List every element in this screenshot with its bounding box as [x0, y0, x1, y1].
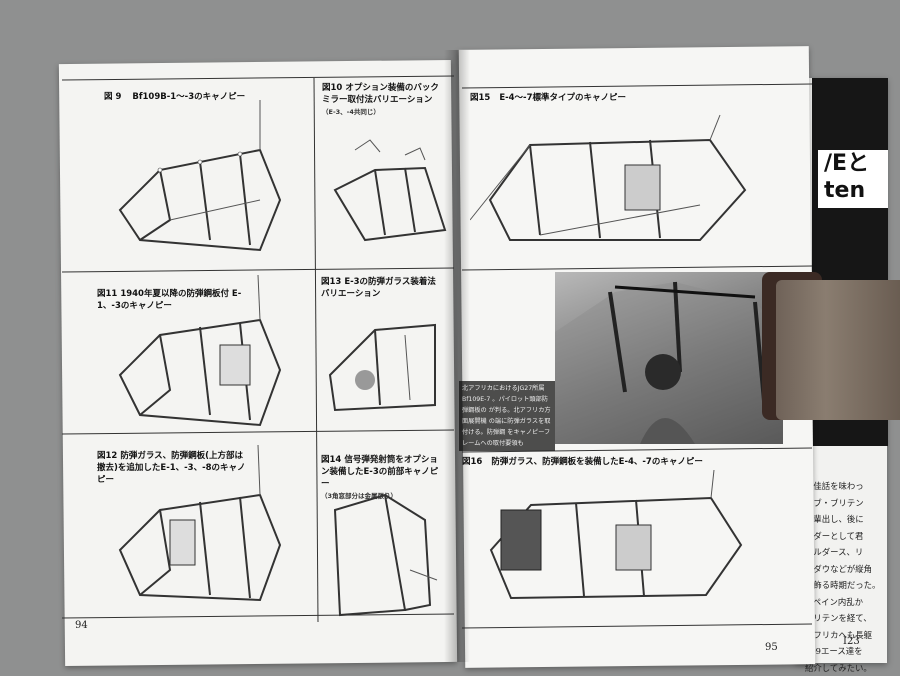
back-book-text-line: を輩出し、後に	[805, 511, 891, 528]
figure-13-glass-drawing	[325, 305, 445, 420]
back-book-title-line: /Eと	[824, 150, 888, 177]
figure-16-canopy-drawing	[466, 470, 766, 620]
cockpit-photo	[555, 272, 783, 444]
cockpit-photo-illustration	[555, 272, 783, 444]
figure-label: 図10	[322, 83, 342, 93]
figure-11-canopy-drawing	[100, 275, 310, 440]
figure-16-caption: 図16 防弾ガラス、防弾鋼板を装備したE-4、-7のキャノピー	[462, 456, 703, 468]
page-clamp-weight	[776, 280, 900, 420]
figure-label: 図15	[470, 93, 490, 103]
figure-label: 図13	[321, 277, 341, 287]
back-book-text-line: ウダウなどが縦角	[805, 561, 891, 578]
back-book-text-line: スペイン内乱か	[805, 594, 891, 611]
figure-10-caption: 図10 オプション装備のバックミラー取付法バリエーション （E-3、-4共同じ）	[322, 82, 442, 118]
figure-14-front-canopy-drawing	[325, 480, 445, 620]
figure-15-caption: 図15 E-4〜-7標準タイプのキャノピー	[470, 92, 626, 104]
back-book-title: /Eと ten	[818, 150, 888, 208]
back-book-text-line: 紹介してみたい。	[805, 660, 891, 676]
left-page-number: 94	[75, 620, 88, 631]
back-book-text-line: を飾る時期だった。	[805, 577, 891, 594]
photo-caption: 北アフリカにおけるJG27所属Bf109E-7 。パイロット頭部防弾鋼板の が判…	[459, 381, 555, 451]
back-book-page-number: I23	[843, 636, 860, 647]
figure-9-canopy-drawing	[100, 90, 310, 265]
figure-label: 図14	[321, 455, 341, 465]
figure-15-canopy-drawing	[470, 110, 770, 260]
right-page-number: 95	[765, 642, 778, 653]
figure-10-mirror-drawing	[325, 130, 455, 270]
back-book-text-line: ーダーとして君	[805, 528, 891, 545]
back-book-text-line: メルダース、リ	[805, 544, 891, 561]
book-gutter	[444, 50, 470, 662]
back-book-text-line: アリテンを経て、	[805, 610, 891, 627]
back-book-text-line: の佳話を味わっ	[805, 478, 891, 495]
figure-note: （E-3、-4共同じ）	[322, 106, 442, 118]
figure-title: E-4〜-7標準タイプのキャノピー	[499, 93, 626, 103]
back-book-text-line: オブ・ブリテン	[805, 495, 891, 512]
back-book-title-line: ten	[824, 177, 888, 204]
figure-title: 防弾ガラス、防弾鋼板を装備したE-4、-7のキャノピー	[491, 457, 703, 467]
figure-13-caption: 図13 E-3の防弾ガラス装着法バリエーション	[321, 276, 441, 300]
figure-12-canopy-drawing	[100, 440, 310, 620]
